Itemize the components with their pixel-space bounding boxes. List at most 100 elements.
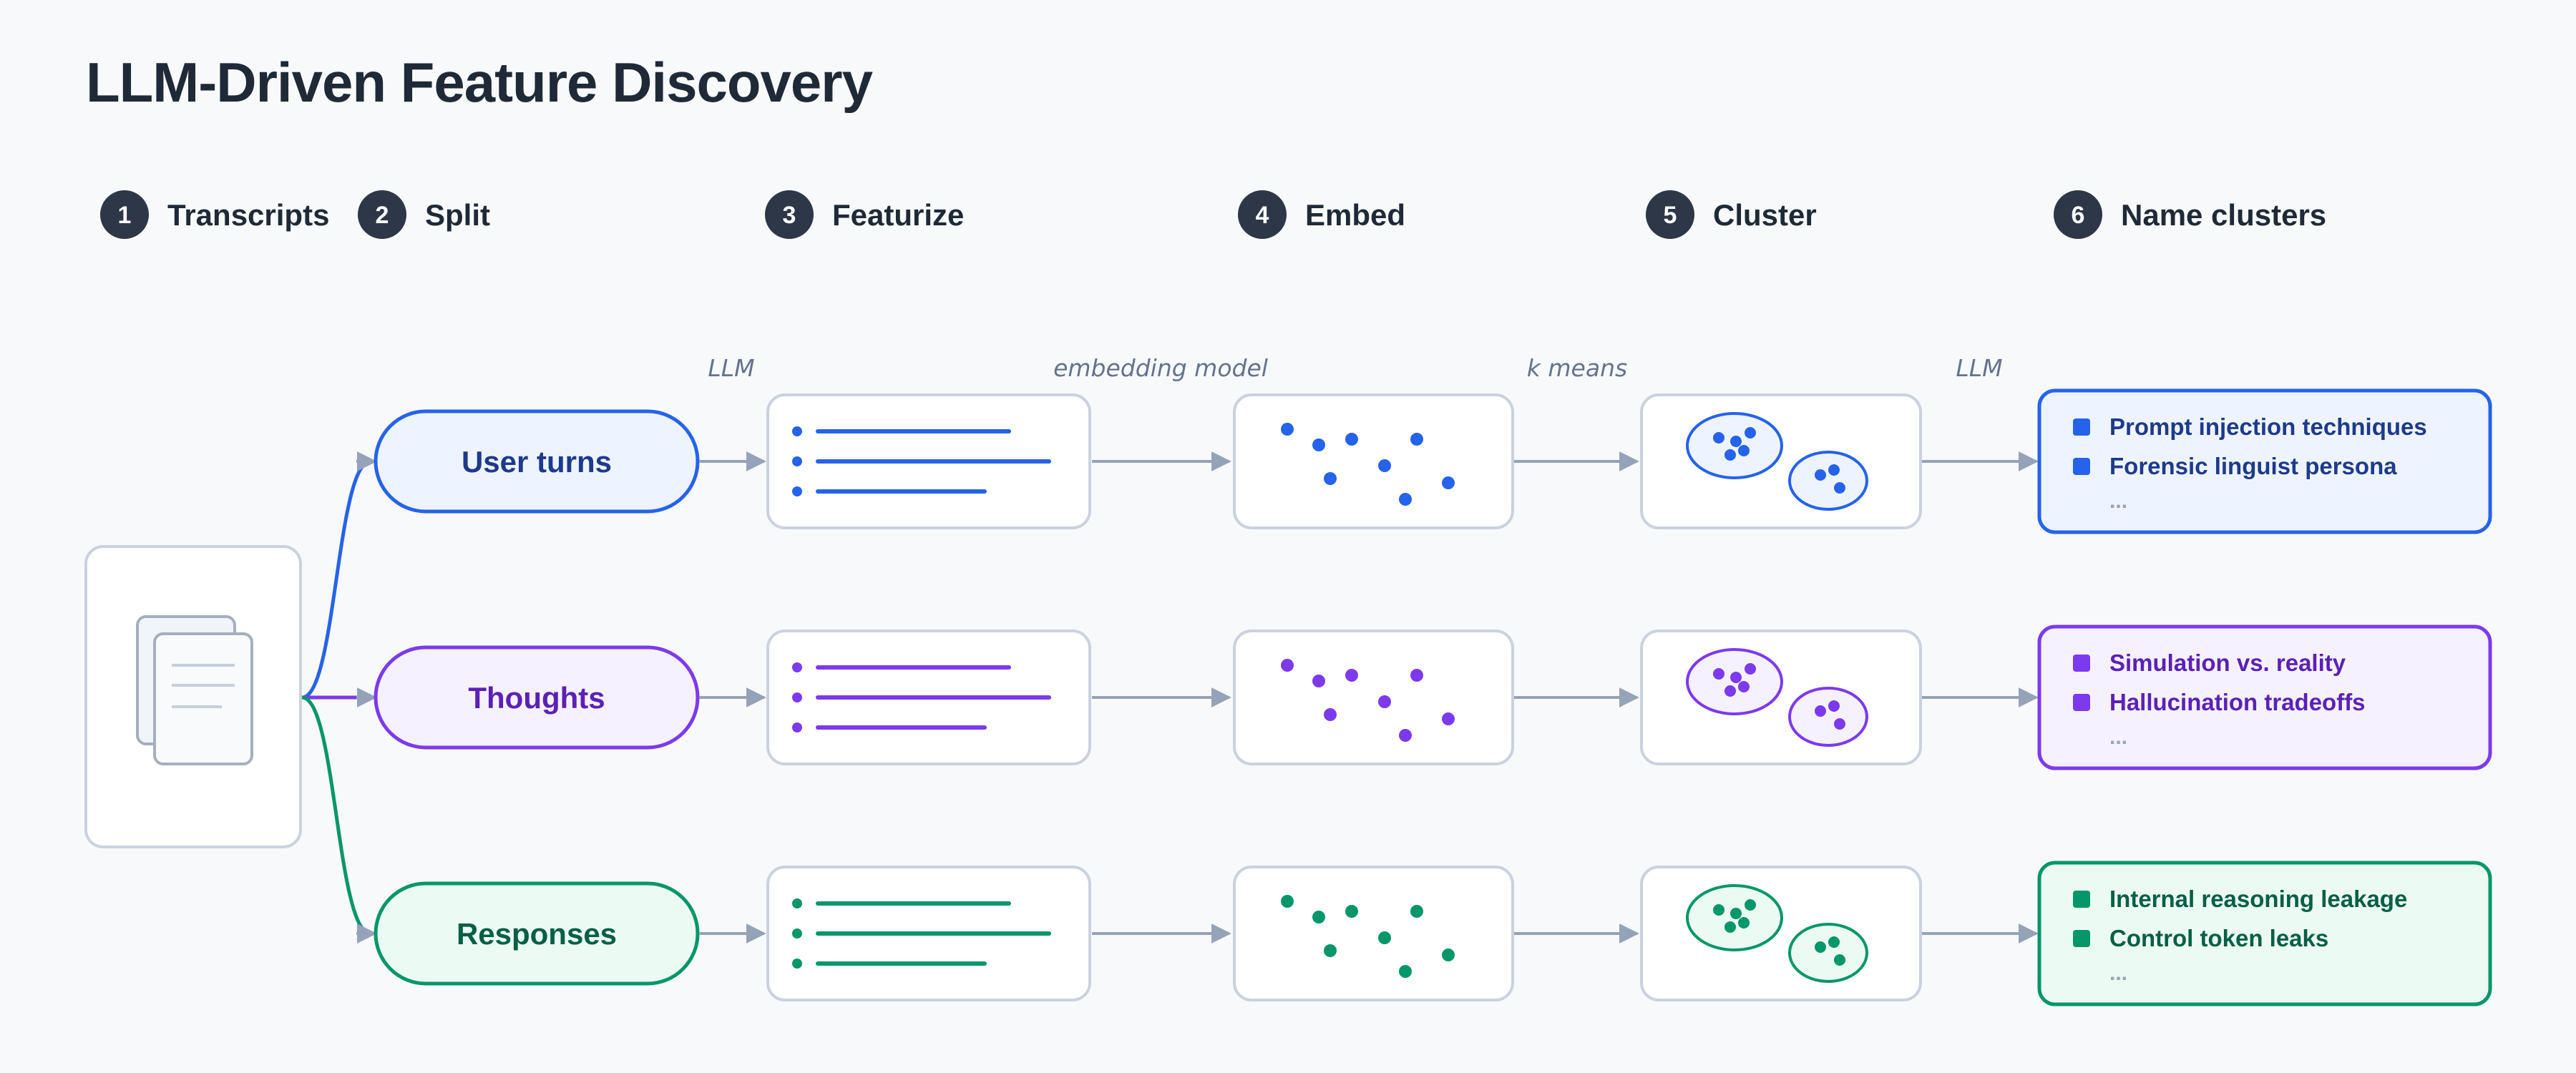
embedding-point-user <box>1312 438 1325 451</box>
cluster-name-bullet-thoughts <box>2073 694 2090 711</box>
step-header-2: 2 Split <box>358 190 490 239</box>
pipeline-rows: User turns Prompt injection techniquesFor… <box>374 388 2492 1006</box>
cluster-name-user-2: Forensic linguist persona <box>2109 453 2397 479</box>
embedding-point-user <box>1399 493 1412 506</box>
feature-bullet-responses <box>792 929 802 939</box>
cluster-point-thoughts <box>1815 705 1826 717</box>
cluster-card-thoughts <box>1640 629 1922 765</box>
step-header-4: 4 Embed <box>1238 190 1405 239</box>
embedding-point-responses <box>1442 949 1455 961</box>
cluster-point-thoughts <box>1745 663 1756 675</box>
embedding-point-responses <box>1312 911 1325 923</box>
embedding-point-user <box>1281 423 1294 436</box>
cluster-name-more-responses: ... <box>2109 961 2127 985</box>
embedding-point-responses <box>1281 895 1294 908</box>
named-clusters-card-thoughts <box>2037 624 2492 770</box>
cluster-name-thoughts-2: Hallucination tradeoffs <box>2109 689 2366 715</box>
embedding-point-thoughts <box>1345 669 1358 682</box>
cluster-point-responses <box>1745 899 1756 911</box>
cluster-card-responses <box>1640 866 1922 1001</box>
cluster-point-thoughts <box>1730 672 1742 683</box>
cluster-point-user <box>1745 427 1756 438</box>
split-pill-user <box>374 409 700 514</box>
cluster-name-responses-2: Control token leaks <box>2109 925 2328 951</box>
branch-connector-user <box>301 459 371 700</box>
cluster-name-bullet-thoughts <box>2073 655 2090 672</box>
feature-bullet-user <box>792 426 802 436</box>
cluster-ellipse-responses <box>1788 923 1868 983</box>
step-number-4: 4 <box>1256 202 1269 229</box>
arrow-label-embedding-model: embedding model <box>1053 354 1268 382</box>
embedding-point-thoughts <box>1324 708 1337 721</box>
step-number-3: 3 <box>783 202 796 229</box>
cluster-name-user-1: Prompt injection techniques <box>2109 413 2427 440</box>
cluster-point-responses <box>1815 941 1826 953</box>
embedding-point-user <box>1410 433 1423 446</box>
step-label-transcripts: Transcripts <box>167 198 329 232</box>
arrow-label-k-means: k means <box>1527 354 1627 382</box>
cluster-point-thoughts <box>1724 685 1736 697</box>
embedding-point-thoughts <box>1378 695 1391 708</box>
cluster-name-bullet-user <box>2073 418 2090 436</box>
step-header-3: 3 Featurize <box>765 190 964 239</box>
cluster-name-bullet-user <box>2073 458 2090 475</box>
embedding-point-thoughts <box>1410 669 1423 682</box>
feature-bullet-user <box>792 486 802 496</box>
cluster-name-more-user: ... <box>2109 489 2127 513</box>
step-header-1: 1 Transcripts <box>100 190 329 239</box>
cluster-point-responses <box>1738 917 1750 929</box>
feature-bullet-thoughts <box>792 722 802 733</box>
embedding-point-thoughts <box>1442 712 1455 725</box>
embedding-point-responses <box>1378 931 1391 944</box>
split-label-thoughts: Thoughts <box>468 681 605 715</box>
transcripts-card <box>84 545 302 848</box>
arrow-label-llm-featurize: LLM <box>708 354 754 382</box>
named-clusters-card-user <box>2037 388 2492 534</box>
embedding-point-thoughts <box>1281 659 1294 672</box>
cluster-point-thoughts <box>1834 718 1845 730</box>
embedding-point-responses <box>1345 905 1358 918</box>
cluster-point-user <box>1730 436 1742 447</box>
embedding-point-responses <box>1399 965 1412 978</box>
cluster-point-user <box>1738 445 1750 456</box>
cluster-name-bullet-responses <box>2073 891 2090 908</box>
named-clusters-card-responses <box>2037 861 2492 1006</box>
cluster-point-user <box>1815 469 1826 481</box>
cluster-point-thoughts <box>1713 668 1724 680</box>
cluster-point-thoughts <box>1738 681 1750 692</box>
split-pill-responses <box>374 881 700 986</box>
cluster-point-responses <box>1724 921 1736 933</box>
feature-bullet-user <box>792 456 802 466</box>
embedding-point-thoughts <box>1399 729 1412 742</box>
step-header-5: 5 Cluster <box>1646 190 1817 239</box>
embedding-point-user <box>1378 459 1391 472</box>
page-title: LLM-Driven Feature Discovery <box>86 51 873 114</box>
embedding-point-user <box>1324 472 1337 485</box>
embed-card-thoughts <box>1233 629 1514 765</box>
cluster-name-bullet-responses <box>2073 930 2090 947</box>
cluster-point-responses <box>1713 904 1724 916</box>
split-pill-thoughts <box>374 645 700 750</box>
cluster-point-responses <box>1834 954 1845 966</box>
embedding-point-thoughts <box>1312 675 1325 687</box>
feature-bullet-responses <box>792 898 802 908</box>
row-user: User turns Prompt injection techniquesFor… <box>374 388 2492 534</box>
embedding-point-user <box>1345 433 1358 446</box>
cluster-point-responses <box>1828 936 1840 948</box>
cluster-point-thoughts <box>1828 700 1840 712</box>
cluster-card-user <box>1640 393 1922 529</box>
cluster-point-user <box>1828 464 1840 476</box>
branch-connector-responses <box>301 695 371 936</box>
cluster-ellipse-user <box>1788 451 1868 511</box>
embed-card-responses <box>1233 866 1514 1001</box>
step-label-name-clusters: Name clusters <box>2121 198 2326 232</box>
step-label-embed: Embed <box>1305 198 1405 232</box>
step-number-6: 6 <box>2072 202 2085 229</box>
split-label-responses: Responses <box>457 917 617 951</box>
split-label-user: User turns <box>462 445 612 479</box>
step-header-6: 6 Name clusters <box>2054 190 2326 239</box>
step-number-2: 2 <box>376 202 389 229</box>
feature-bullet-thoughts <box>792 662 802 672</box>
